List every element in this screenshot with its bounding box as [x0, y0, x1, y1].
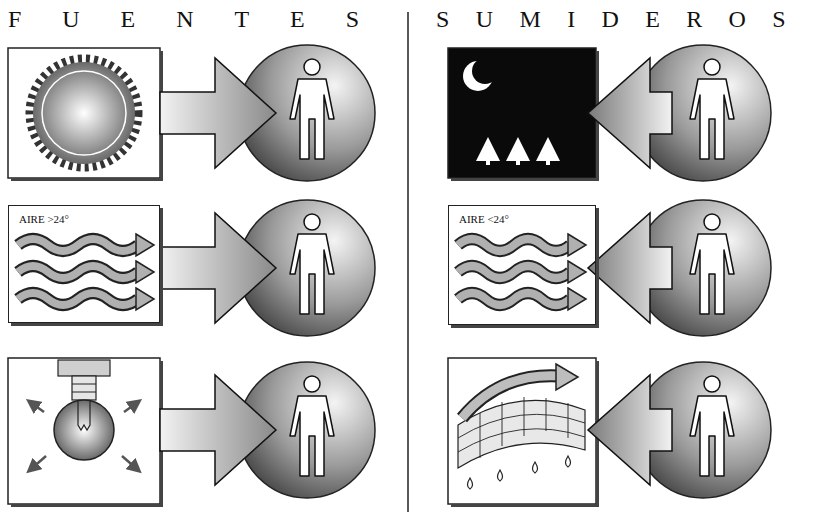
person-figure: [290, 376, 334, 476]
divider-line: [407, 12, 409, 512]
person-figure: [690, 376, 734, 476]
warm-air-waves: [18, 234, 154, 310]
sink-arrow: [588, 375, 672, 485]
air-box: AIRE <24°: [448, 205, 596, 325]
sink-arrow: [588, 213, 672, 323]
night-sink: [448, 48, 599, 181]
person-figure: [690, 214, 734, 314]
source-arrow: [160, 375, 276, 485]
column-heading: SUMIDEROS: [436, 6, 812, 33]
cool-air-waves: [458, 234, 586, 310]
air-label: AIRE >24°: [18, 213, 70, 225]
lamp-source: [8, 358, 163, 507]
person-figure: [690, 59, 734, 159]
person-figure: [290, 59, 334, 159]
air-label: AIRE <24°: [458, 213, 510, 225]
sun-source: [8, 48, 163, 181]
air-box: AIRE >24°: [8, 205, 160, 323]
person-figure: [290, 214, 334, 314]
evaporation-sink: [448, 358, 599, 507]
column-heading: FUENTES: [8, 6, 400, 33]
sink-arrow: [588, 58, 672, 168]
source-arrow: [160, 213, 276, 323]
source-arrow: [160, 58, 276, 168]
